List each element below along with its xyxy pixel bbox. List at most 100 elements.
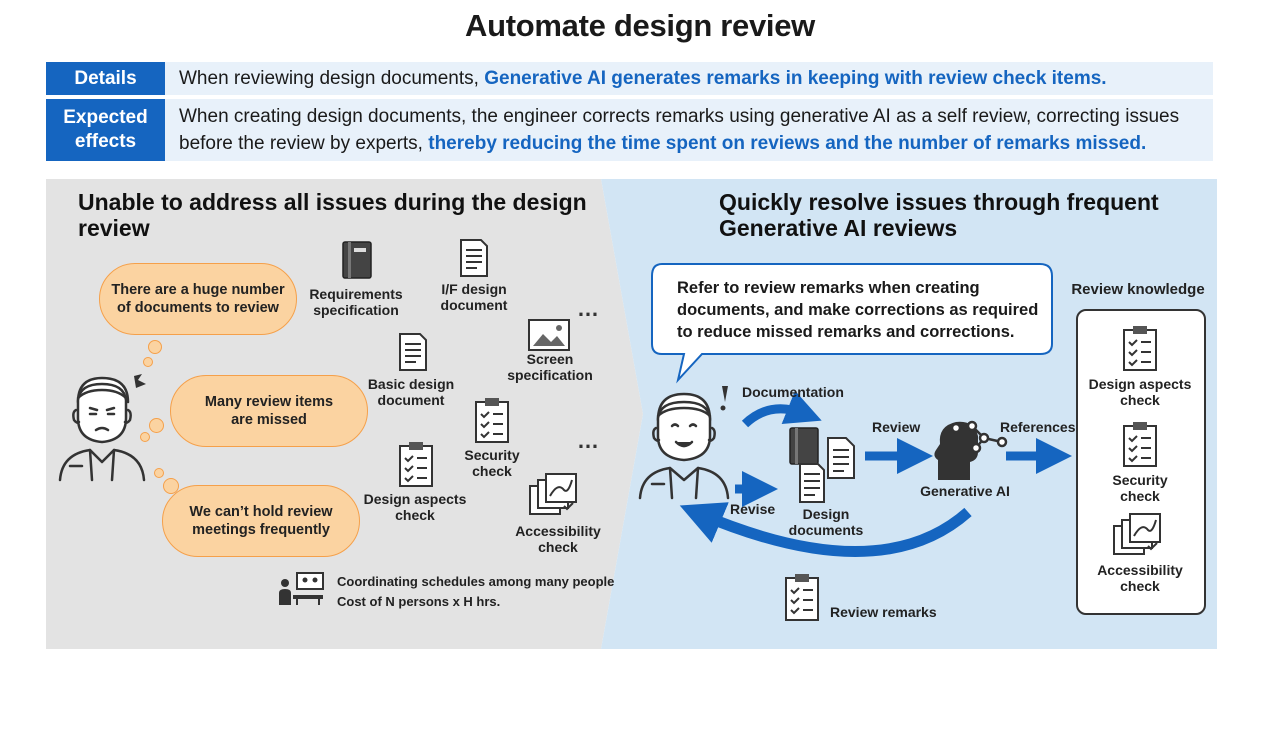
bubble-dot: [154, 468, 164, 478]
callout-line2: documents, and make corrections as requi…: [677, 301, 1039, 319]
accessibility-screens-icon: [529, 473, 577, 515]
design-aspects-line1: Design aspects: [363, 491, 467, 507]
bubble1-line2: of documents to review: [117, 300, 279, 316]
details-text-highlight: Generative AI generates remarks in keepi…: [484, 68, 1107, 89]
meeting-cost-text: Coordinating schedules among many people…: [337, 572, 614, 612]
effects-label: Expected effects: [46, 99, 165, 161]
screen-spec-line1: Screen: [526, 351, 574, 367]
meeting-people-icon: [279, 572, 324, 605]
knowledge-accessibility-line1: Accessibility: [1097, 562, 1183, 578]
security-checklist-icon: [475, 398, 509, 443]
effects-line2-plain: before the review by experts,: [179, 133, 429, 154]
requirements-spec-label: Requirements specification: [296, 286, 416, 318]
review-remarks-label: Review remarks: [830, 604, 937, 620]
bubble-dot: [148, 340, 162, 354]
knowledge-design-label: Design aspects check: [1080, 376, 1200, 408]
bubble3-line1: We can’t hold review: [189, 504, 333, 520]
right-heading: Quickly resolve issues through frequent …: [719, 189, 1199, 241]
design-aspects-check-label: Design aspects check: [355, 491, 475, 523]
effects-label-line1: Expected: [63, 107, 148, 128]
knowledge-accessibility-screens-icon: [1113, 513, 1161, 555]
left-heading-line1: Unable to address all issues during the …: [78, 189, 587, 215]
worried-engineer-icon: [58, 374, 146, 482]
requirements-book-icon: [342, 241, 372, 279]
basic-design-document-icon: [399, 333, 427, 371]
generative-ai-label: Generative AI: [920, 483, 1010, 499]
security-check-line1: Security: [464, 447, 520, 463]
callout-line3: to reduce missed remarks and corrections…: [677, 323, 1015, 341]
left-heading: Unable to address all issues during the …: [78, 189, 598, 241]
right-heading-line1: Quickly resolve issues through frequent: [719, 189, 1159, 215]
if-design-label: I/F design document: [414, 281, 534, 313]
knowledge-design-line1: Design aspects: [1088, 376, 1192, 392]
knowledge-security-checklist-icon: [1123, 422, 1157, 467]
effects-line2-highlight: thereby reducing the time spent on revie…: [428, 133, 1147, 154]
callout-line1: Refer to review remarks when creating: [677, 279, 980, 297]
design-documents-line1: Design: [802, 506, 850, 522]
security-check-label: Security check: [432, 447, 552, 479]
details-text: When reviewing design documents, Generat…: [165, 62, 1213, 95]
review-label: Review: [872, 419, 921, 435]
basic-design-line1: Basic design: [367, 376, 455, 392]
design-aspects-checklist-icon: [399, 442, 433, 487]
meeting-line2: Cost of N persons x H hrs.: [337, 594, 501, 609]
requirements-line2: specification: [313, 302, 399, 318]
accessibility-check-label: Accessibility check: [498, 523, 618, 555]
bubble-dot: [140, 432, 150, 442]
details-text-plain: When reviewing design documents,: [179, 68, 485, 89]
bubble-dot: [163, 478, 179, 494]
effects-label-line2: effects: [74, 131, 137, 152]
details-label: Details: [46, 62, 165, 95]
bubble2-line2: are missed: [231, 412, 307, 428]
knowledge-security-line2: check: [1120, 488, 1160, 504]
ellipsis-middle: …: [577, 428, 601, 453]
thought-bubble-documents: There are a huge number of documents to …: [99, 263, 297, 335]
meeting-line1: Coordinating schedules among many people: [337, 574, 615, 589]
thought-bubble-missed: Many review items are missed: [170, 375, 368, 447]
basic-design-line2: document: [377, 392, 445, 408]
effects-text: When creating design documents, the engi…: [165, 99, 1213, 161]
knowledge-design-line2: check: [1120, 392, 1160, 408]
screen-spec-label: Screen specification: [490, 351, 610, 383]
effects-line1: When creating design documents, the engi…: [179, 106, 1180, 127]
security-check-line2: check: [472, 463, 512, 479]
references-label: References: [1000, 419, 1076, 435]
generative-ai-head-icon: [934, 420, 1008, 480]
design-documents-stack-icon: [789, 427, 855, 503]
if-design-line2: document: [440, 297, 508, 313]
screen-spec-image-icon: [528, 319, 570, 351]
design-documents-line2: documents: [788, 522, 864, 538]
bubble1-line1: There are a huge number: [111, 282, 285, 298]
ellipsis-top: …: [577, 296, 601, 321]
knowledge-accessibility-label: Accessibility check: [1080, 562, 1200, 594]
left-heading-line2: review: [78, 215, 150, 241]
happy-engineer-icon: [638, 386, 730, 500]
if-design-document-icon: [460, 239, 488, 277]
design-documents-label: Design documents: [770, 506, 882, 538]
documentation-label: Documentation: [742, 384, 844, 400]
revise-label: Revise: [730, 501, 776, 517]
knowledge-design-checklist-icon: [1123, 326, 1157, 371]
bubble-dot: [143, 357, 153, 367]
if-design-line1: I/F design: [441, 281, 507, 297]
accessibility-line1: Accessibility: [515, 523, 601, 539]
knowledge-security-label: Security check: [1080, 472, 1200, 504]
thought-bubble-meetings: We can’t hold review meetings frequently: [162, 485, 360, 557]
feedback-arrow: [679, 502, 972, 557]
basic-design-label: Basic design document: [351, 376, 471, 408]
effects-line2: before the review by experts, thereby re…: [179, 130, 1146, 157]
screen-spec-line2: specification: [507, 367, 593, 383]
accessibility-line2: check: [538, 539, 578, 555]
bubble2-line1: Many review items: [204, 394, 334, 410]
review-knowledge-title: Review knowledge: [1071, 281, 1205, 298]
callout-text: Refer to review remarks when creating do…: [677, 277, 1038, 343]
page-title: Automate design review: [465, 8, 815, 43]
callout-bubble: [651, 263, 1053, 384]
requirements-line1: Requirements: [309, 286, 403, 302]
design-aspects-line2: check: [395, 507, 435, 523]
knowledge-accessibility-line2: check: [1120, 578, 1160, 594]
review-remarks-checklist-icon: [785, 574, 819, 621]
bubble3-line2: meetings frequently: [192, 522, 330, 538]
documentation-arrow: [741, 390, 822, 428]
